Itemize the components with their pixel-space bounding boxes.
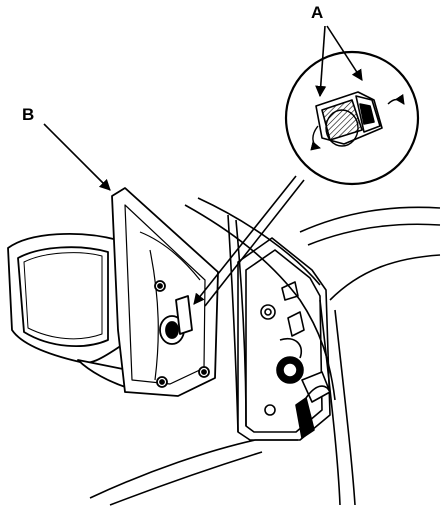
callout-b-label: B (22, 105, 35, 124)
door-frame (89, 197, 441, 506)
callout-a-label: A (311, 3, 324, 22)
leader-lines (43, 25, 363, 307)
detail-circle (284, 50, 420, 186)
mirror-assembly (7, 187, 219, 397)
